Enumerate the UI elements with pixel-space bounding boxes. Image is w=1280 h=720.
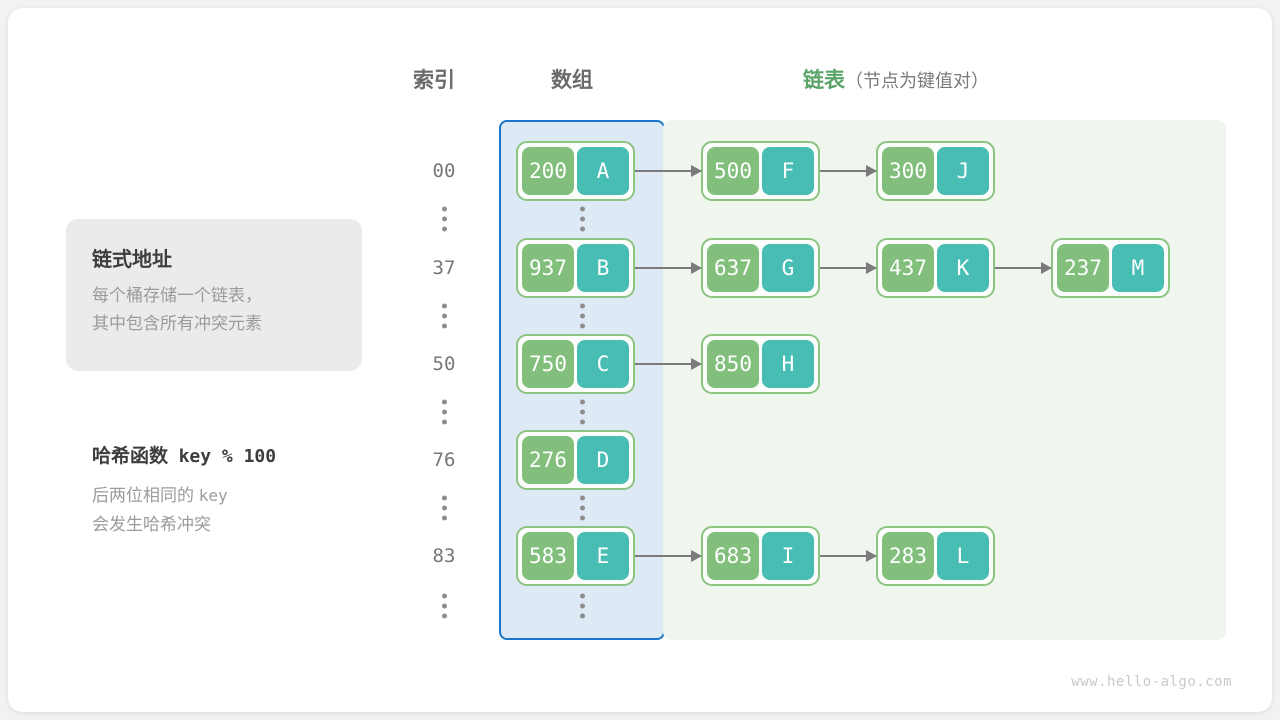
node-key: 683 [707, 532, 759, 580]
column-header-linkedlist-main: 链表 [803, 69, 845, 92]
next-pointer-arrow-icon [635, 555, 701, 557]
node-value: I [762, 532, 814, 580]
index-ellipsis [434, 206, 454, 232]
node-value: B [577, 244, 629, 292]
array-ellipsis [572, 399, 592, 425]
array-ellipsis [572, 303, 592, 329]
node-value: L [937, 532, 989, 580]
index-label: 83 [432, 545, 456, 567]
index-ellipsis [434, 399, 454, 425]
next-pointer-arrow-icon [635, 267, 701, 269]
node-value: D [577, 436, 629, 484]
index-label: 00 [432, 160, 456, 182]
hash-function-body: 后两位相同的 key 会发生哈希冲突 [92, 481, 422, 539]
node-value: F [762, 147, 814, 195]
hash-function-line-1-code: key [198, 486, 228, 505]
next-pointer-arrow-icon [820, 267, 876, 269]
index-ellipsis [434, 303, 454, 329]
watermark: www.hello-algo.com [1071, 674, 1232, 690]
array-ellipsis [572, 593, 592, 619]
index-label: 76 [432, 449, 456, 471]
hash-function-note: 哈希函数 key % 100 后两位相同的 key 会发生哈希冲突 [92, 441, 422, 539]
node-key: 200 [522, 147, 574, 195]
node-key: 637 [707, 244, 759, 292]
index-label: 37 [432, 257, 456, 279]
column-header-linkedlist: 链表（节点为键值对） [803, 64, 989, 94]
index-ellipsis [434, 593, 454, 619]
next-pointer-arrow-icon [820, 170, 876, 172]
node-key: 937 [522, 244, 574, 292]
index-label: 50 [432, 353, 456, 375]
next-pointer-arrow-icon [635, 363, 701, 365]
next-pointer-arrow-icon [995, 267, 1051, 269]
info-panel-line-1: 每个桶存储一个链表， [92, 286, 262, 305]
node-key: 750 [522, 340, 574, 388]
hash-function-line-1: 后两位相同的 key [92, 481, 422, 510]
node-key: 437 [882, 244, 934, 292]
info-panel-body: 每个桶存储一个链表， 其中包含所有冲突元素 [92, 282, 262, 338]
next-pointer-arrow-icon [820, 555, 876, 557]
node-key: 850 [707, 340, 759, 388]
index-ellipsis [434, 495, 454, 521]
column-header-linkedlist-sub: （节点为键值对） [845, 71, 989, 91]
diagram-card: 索引 数组 链表（节点为键值对） 链式地址 每个桶存储一个链表， 其中包含所有冲… [8, 8, 1272, 712]
node-value: K [937, 244, 989, 292]
node-value: J [937, 147, 989, 195]
hash-function-expression: key % 100 [178, 446, 277, 467]
array-ellipsis [572, 206, 592, 232]
node-key: 237 [1057, 244, 1109, 292]
info-panel-title: 链式地址 [92, 249, 172, 271]
node-key: 283 [882, 532, 934, 580]
node-value: M [1112, 244, 1164, 292]
node-key: 276 [522, 436, 574, 484]
array-ellipsis [572, 495, 592, 521]
info-panel: 链式地址 每个桶存储一个链表， 其中包含所有冲突元素 [66, 219, 362, 371]
node-value: C [577, 340, 629, 388]
column-header-index: 索引 [413, 69, 455, 92]
node-key: 300 [882, 147, 934, 195]
hash-function-title: 哈希函数 key % 100 [92, 441, 422, 468]
hash-function-line-2: 会发生哈希冲突 [92, 515, 211, 534]
node-key: 500 [707, 147, 759, 195]
node-value: A [577, 147, 629, 195]
hash-function-title-cn: 哈希函数 [92, 446, 169, 467]
info-panel-line-2: 其中包含所有冲突元素 [92, 314, 262, 333]
next-pointer-arrow-icon [635, 170, 701, 172]
node-value: H [762, 340, 814, 388]
column-header-array: 数组 [551, 69, 593, 92]
node-value: G [762, 244, 814, 292]
node-key: 583 [522, 532, 574, 580]
hash-function-line-1-cn: 后两位相同的 [92, 486, 194, 505]
node-value: E [577, 532, 629, 580]
